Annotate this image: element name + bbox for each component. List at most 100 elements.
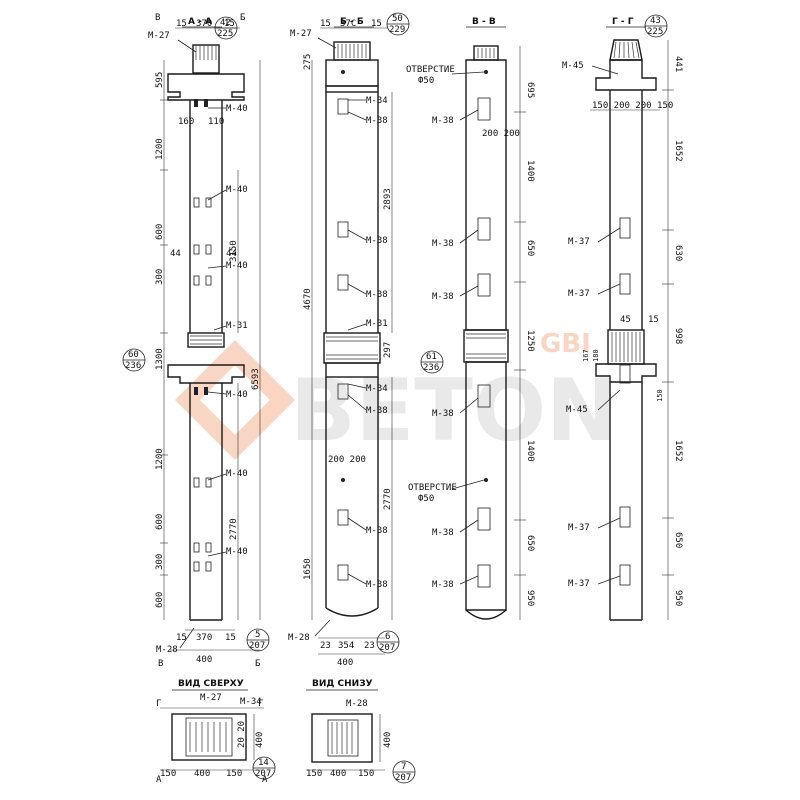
label-g-m37-4: М-37 (568, 579, 590, 589)
column-g-joint (607, 329, 645, 365)
label-a-m40-1: М-40 (226, 104, 248, 114)
dim-a-15-top-right: 15 (224, 19, 235, 29)
view-top-title: ВИД СВЕРХУ (178, 679, 244, 689)
label-b-m34-2: М-34 (366, 384, 388, 394)
dim-g-998: 998 (673, 328, 683, 344)
dim-a-600c: 600 (155, 592, 165, 608)
section-title-b: Б - Б (340, 17, 364, 27)
view-top: ВИД СВЕРХУ Г Г М-27 М-34 150 400 150 400… (156, 679, 276, 785)
svg-text:5: 5 (255, 630, 260, 640)
label-a-m40-5: М-40 (226, 469, 248, 479)
column-b-foot (325, 607, 379, 617)
label-b-m38-3: М-38 (366, 290, 388, 300)
dim-a-1300: 1300 (155, 348, 165, 370)
label-b-m31: М-31 (366, 319, 388, 329)
dim-g-650: 650 (673, 532, 683, 548)
dim-a-600b: 600 (155, 514, 165, 530)
dim-g-630: 630 (673, 245, 683, 261)
dim-g-950: 950 (673, 590, 683, 606)
view-top-m27: М-27 (200, 693, 222, 703)
dim-v-1400: 1400 (525, 160, 535, 182)
label-g-m37-1: М-37 (568, 237, 590, 247)
dim-b-200-200: 200 200 (328, 455, 366, 465)
dim-v-950: 950 (525, 590, 535, 606)
label-v-m38-6: М-38 (432, 580, 454, 590)
dim-g-180: 180 (592, 349, 600, 362)
svg-text:225: 225 (217, 29, 233, 39)
dim-a-370-bot: 370 (196, 633, 212, 643)
bubble-60-236: 60 236 (122, 348, 146, 372)
view-top-mark-g-left: Г (156, 699, 161, 709)
dim-a-595: 595 (155, 72, 165, 88)
label-v-hole-d-2: Ф50 (418, 494, 434, 504)
mark-v-top: В (155, 13, 160, 23)
dim-b-2893: 2893 (383, 188, 393, 210)
dim-a-44-left: 44 (170, 249, 181, 259)
view-top-mark-a-right: А (262, 775, 268, 785)
dim-g-441: 441 (673, 56, 683, 72)
label-v-hole-2: ОТВЕРСТИЕ (408, 483, 457, 493)
dim-b-23-right: 23 (364, 641, 375, 651)
dim-v-1400b: 1400 (525, 440, 535, 462)
dim-a-44-right: 44 (226, 249, 237, 259)
watermark: BETON GBI (175, 329, 618, 461)
dim-a-15-bot-left: 15 (176, 633, 187, 643)
svg-text:50: 50 (392, 14, 403, 24)
column-b-joint (323, 332, 381, 364)
view-top-dim-150-right: 150 (226, 769, 242, 779)
svg-text:229: 229 (389, 25, 405, 35)
dim-a-6593: 6593 (251, 368, 261, 390)
column-b: Б - Б 46 (288, 12, 410, 668)
dim-a-15-bot-right: 15 (225, 633, 236, 643)
dim-g-167: 167 (582, 349, 590, 362)
dim-b-2770: 2770 (383, 488, 393, 510)
label-b-m28: М-28 (288, 633, 310, 643)
bubble-50-229: 50 229 (386, 12, 410, 36)
column-a-bracket-top (167, 73, 245, 101)
bubble-61-236: 61 236 (420, 350, 444, 374)
dim-a-3150: 3150 (229, 240, 239, 262)
dim-v-695: 695 (525, 82, 535, 98)
view-bottom-dim-400: 400 (330, 769, 346, 779)
svg-text:207: 207 (379, 643, 395, 653)
view-bottom-outline (311, 713, 373, 763)
label-v-hole-d-1: Ф50 (418, 76, 434, 86)
dim-b-275: 275 (303, 54, 313, 70)
column-a-bracket-mid (167, 364, 245, 384)
svg-text:6: 6 (385, 632, 390, 642)
bubble-5-207: 5 207 (246, 628, 270, 652)
label-a-m40-4: М-40 (226, 390, 248, 400)
dim-v-200-200: 200 200 (482, 129, 520, 139)
watermark-sub: GBI (540, 329, 591, 359)
dim-a-15-top-left: 15 (176, 19, 187, 29)
label-v-hole-1: ОТВЕРСТИЕ (406, 65, 455, 75)
view-top-mark-g-right: Г (258, 699, 263, 709)
svg-text:236: 236 (125, 361, 141, 371)
column-g-bracket-top (595, 59, 657, 91)
dim-b-23-left: 23 (320, 641, 331, 651)
mark-v-bot: В (158, 659, 163, 669)
column-v-joint (463, 329, 509, 363)
watermark-logo-icon (175, 340, 295, 460)
dim-b-4670: 4670 (303, 288, 313, 310)
dim-a-160: 160 (178, 117, 194, 127)
label-b-m38-1: М-38 (366, 116, 388, 126)
bubble-7-207: 7 207 (392, 760, 416, 784)
view-bottom-dim-150-left: 150 (306, 769, 322, 779)
label-b-m38-6: М-38 (366, 580, 388, 590)
label-b-m27: М-27 (290, 29, 312, 39)
svg-text:207: 207 (249, 641, 265, 651)
column-b-cap (333, 41, 371, 61)
dim-a-1200b: 1200 (155, 448, 165, 470)
label-v-m38-5: М-38 (432, 528, 454, 538)
dim-a-1200: 1200 (155, 138, 165, 160)
dim-a-400: 400 (196, 655, 212, 665)
svg-text:207: 207 (395, 773, 411, 783)
dim-v-650b: 650 (525, 535, 535, 551)
bubble-42-225: 42 225 (214, 16, 238, 40)
dim-g-1652b: 1652 (673, 440, 683, 462)
dim-g-1652: 1652 (673, 140, 683, 162)
svg-text:7: 7 (401, 762, 406, 772)
view-top-m34: М-34 (240, 697, 262, 707)
view-top-outline (171, 713, 247, 761)
